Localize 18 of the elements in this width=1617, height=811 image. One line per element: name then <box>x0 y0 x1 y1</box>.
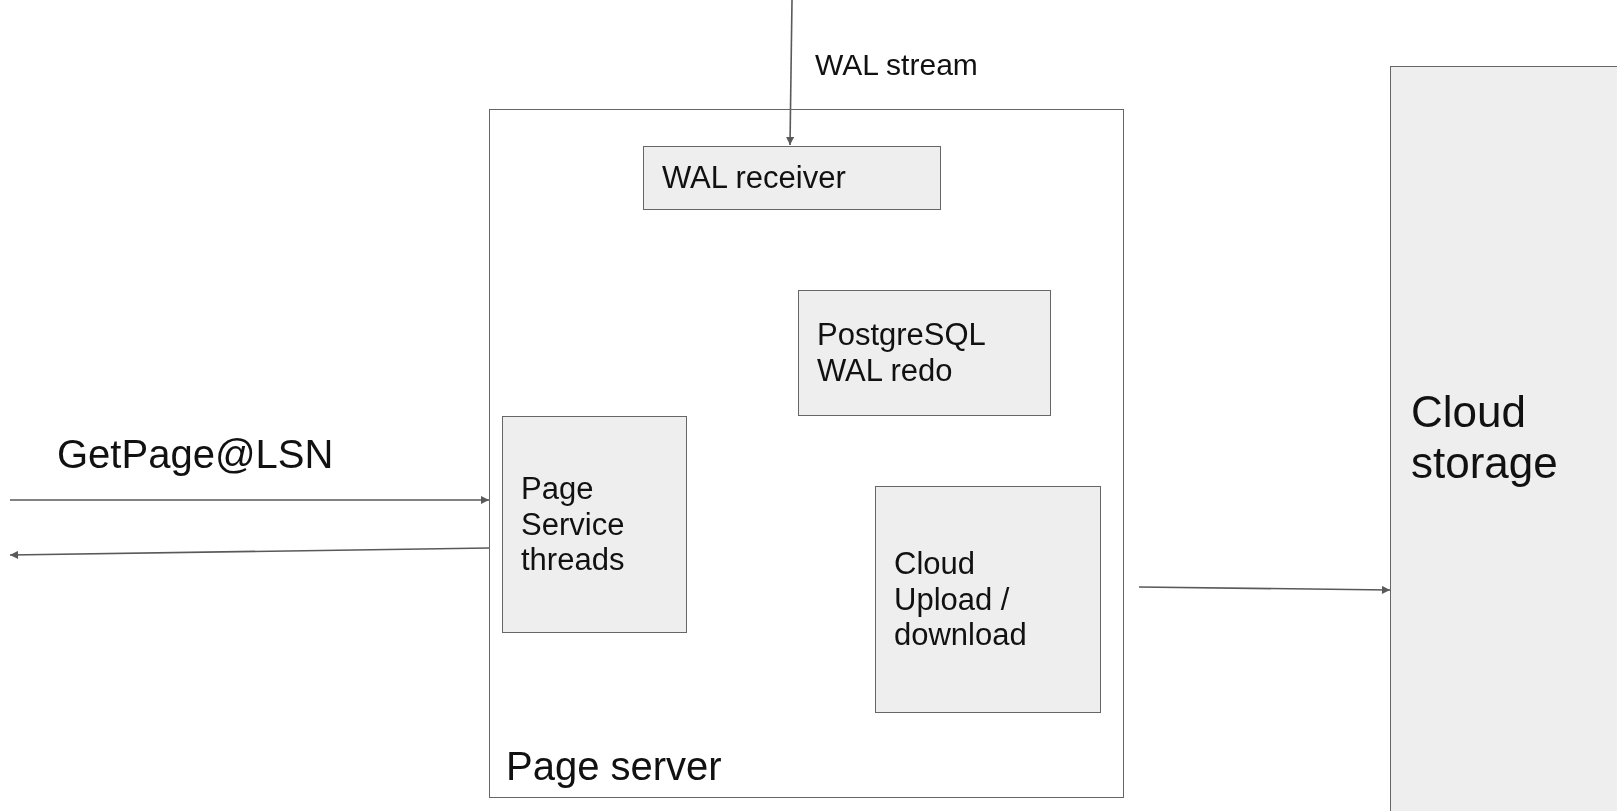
process-box <box>875 486 1101 713</box>
node-label: Cloud storage <box>1411 387 1559 489</box>
node-label: Page Service threads <box>521 471 626 578</box>
container-box <box>489 109 1124 798</box>
node-label: Page server <box>506 743 723 789</box>
process-box <box>502 416 687 633</box>
process-box <box>798 290 1051 416</box>
arrow <box>9 547 490 559</box>
arrow <box>9 496 490 504</box>
edge-label: GetPage@LSN <box>57 432 334 477</box>
process-box <box>643 146 941 210</box>
arrow <box>786 0 795 146</box>
storage-box <box>1390 66 1617 811</box>
arrow <box>1138 585 1391 594</box>
node-label: PostgreSQL WAL redo <box>817 317 986 389</box>
node-label: WAL receiver <box>662 160 847 196</box>
node-label: Cloud Upload / download <box>894 546 1028 653</box>
edge-label: WAL stream <box>815 48 978 82</box>
